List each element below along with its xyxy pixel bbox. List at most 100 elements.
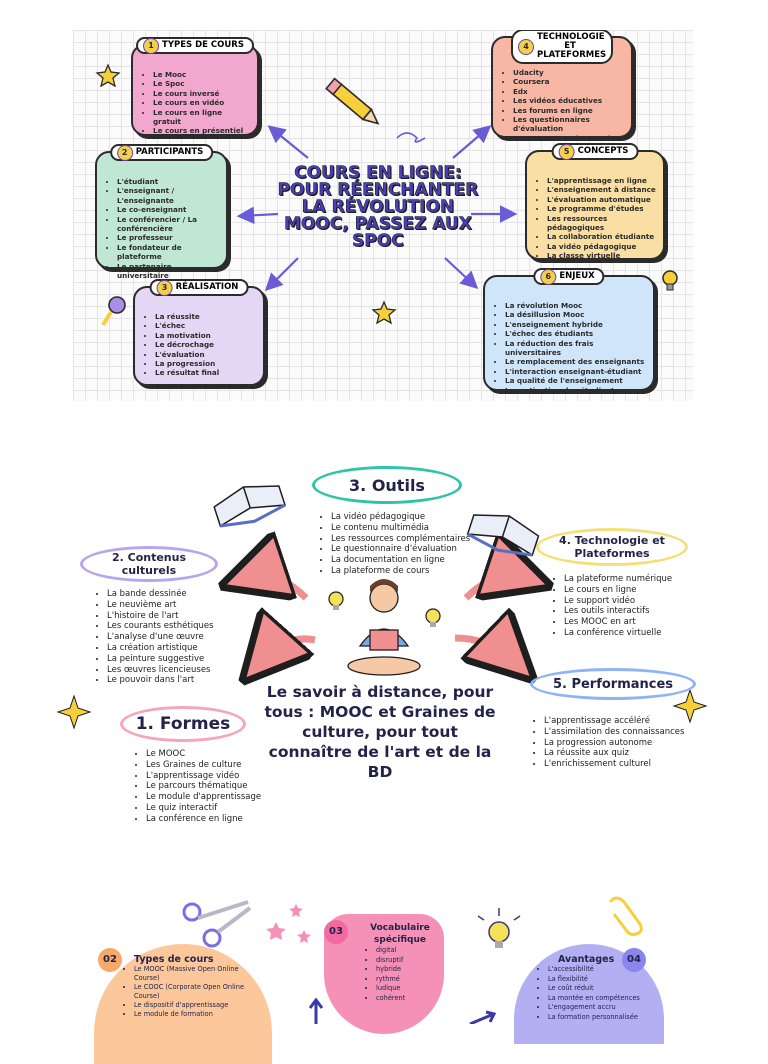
list-item: Le MOOC (Massive Open Online Course) bbox=[134, 965, 264, 983]
list-item: L'analyse d'une œuvre bbox=[107, 632, 214, 643]
list-item: Le module d'apprentissage bbox=[146, 792, 261, 803]
list-item: La qualité de l'enseignement bbox=[505, 376, 647, 385]
open-book-icon bbox=[213, 485, 287, 528]
block-list: digitaldisruptifhybriderythméludiquecohé… bbox=[366, 946, 440, 1004]
list-item: Le résultat final bbox=[155, 368, 257, 377]
panel-2-decorations bbox=[56, 485, 708, 730]
block-types-de-cours: 02 Types de cours Le MOOC (Massive Open … bbox=[94, 944, 272, 1064]
list-item: La conférence virtuelle bbox=[564, 628, 672, 639]
list-performances: L'apprentissage accéléréL'assimilation d… bbox=[530, 716, 684, 770]
list-item: Le questionnaire d'évaluation bbox=[331, 544, 470, 555]
list-item: La documentation en ligne bbox=[331, 555, 470, 566]
list-item: L'enseignant / L'enseignante bbox=[117, 186, 220, 205]
child-reading-illustration bbox=[347, 579, 421, 676]
list-contenus: La bande dessinéeLe neuvième artL'histoi… bbox=[93, 589, 214, 686]
list-item: cohérent bbox=[376, 994, 440, 1004]
lightbulb-icon bbox=[662, 270, 678, 291]
list-item: L'étudiant bbox=[117, 177, 220, 186]
list-item: Les œuvres licencieuses bbox=[107, 665, 214, 676]
list-item: La réussite aux quiz bbox=[544, 748, 684, 759]
list-item: Le programme d'études bbox=[547, 204, 657, 213]
block-list: Le MOOC (Massive Open Online Course)Le C… bbox=[124, 965, 264, 1019]
list-item: Les ressources interactives bbox=[513, 134, 625, 143]
arrow-to-participants bbox=[236, 206, 279, 225]
list-item: Le fondateur de plateforme bbox=[117, 243, 220, 262]
list-item: Le Spoc bbox=[153, 79, 251, 88]
list-item: La vidéo pédagogique bbox=[331, 512, 470, 523]
list-item: Le décrochage bbox=[155, 340, 257, 349]
number-badge: 5 bbox=[558, 143, 575, 160]
list-item: Le module de formation bbox=[134, 1010, 264, 1019]
list-item: La peinture suggestive bbox=[107, 654, 214, 665]
list-item: La collaboration étudiante bbox=[547, 232, 657, 241]
number-badge: 6 bbox=[540, 268, 557, 285]
list-item: Le cours en ligne bbox=[564, 585, 672, 596]
number-badge: 2 bbox=[116, 144, 133, 161]
list-item: Le coût réduit bbox=[548, 984, 664, 994]
sparkle-icon bbox=[56, 694, 92, 730]
list-item: Les outils interactifs bbox=[564, 606, 672, 617]
list-item: La conférence en ligne bbox=[146, 814, 261, 825]
list-item: L'enseignement à distance bbox=[547, 185, 657, 194]
list-item: L'apprentissage vidéo bbox=[146, 771, 261, 782]
number-badge: 04 bbox=[622, 948, 646, 972]
list-item: La plateforme de cours bbox=[331, 566, 470, 577]
list-item: La formation personnalisée bbox=[548, 1013, 664, 1023]
list-item: Le remplacement des enseignants bbox=[505, 357, 647, 366]
list-item: Le pouvoir dans l'art bbox=[107, 675, 214, 686]
list-item: Le partenaire universitaire bbox=[117, 262, 220, 281]
list-item: L'apprentissage accéléré bbox=[544, 716, 684, 727]
list-item: La motivation des étudiants bbox=[505, 386, 647, 395]
list-item: Coursera bbox=[513, 77, 625, 86]
list-item: Le contenu multimédia bbox=[331, 523, 470, 534]
list-technologie: La plateforme numériqueLe cours en ligne… bbox=[550, 574, 672, 639]
list-item: rythmé bbox=[376, 975, 440, 985]
number-badge: 02 bbox=[98, 948, 122, 972]
card-list: La révolution MoocLa désillusion MoocL'e… bbox=[495, 301, 647, 395]
list-item: Le quiz interactif bbox=[146, 803, 261, 814]
list-item: Le support vidéo bbox=[564, 596, 672, 607]
paperclip-icon bbox=[608, 896, 643, 936]
arrow-to-enjeux bbox=[444, 257, 479, 290]
list-item: Le professeur bbox=[117, 233, 220, 242]
star-icon bbox=[95, 63, 121, 88]
list-item: disruptif bbox=[376, 956, 440, 966]
card-list: La réussiteL'échecLa motivationLe décroc… bbox=[145, 312, 257, 378]
list-item: L'engagement accru bbox=[548, 1003, 664, 1013]
list-item: Edx bbox=[513, 87, 625, 96]
pencil-icon bbox=[325, 77, 380, 125]
list-item: Udacity bbox=[513, 68, 625, 77]
arrow-icon bbox=[469, 1010, 497, 1024]
list-item: Les Graines de culture bbox=[146, 760, 261, 771]
list-item: La montée en compétences bbox=[548, 994, 664, 1004]
list-item: La bande dessinée bbox=[107, 589, 214, 600]
squiggle-decoration bbox=[396, 132, 426, 143]
arrow-icon bbox=[308, 997, 324, 1024]
list-item: La progression bbox=[155, 359, 257, 368]
arrow-to-performances bbox=[454, 638, 515, 662]
connector-arrows bbox=[95, 63, 678, 327]
card-list: L'étudiantL'enseignant / L'enseignanteLe… bbox=[107, 177, 220, 280]
block-title: Types de cours bbox=[134, 954, 214, 965]
list-item: Le dispositif d'apprentissage bbox=[134, 1001, 264, 1010]
section-title-contenus: 2. Contenus culturels bbox=[80, 546, 218, 582]
list-item: hybride bbox=[376, 965, 440, 975]
list-item: L'échec des étudiants bbox=[505, 329, 647, 338]
list-item: La motivation bbox=[155, 331, 257, 340]
list-item: Les questionnaires d'évaluation bbox=[513, 115, 625, 134]
star-icon bbox=[266, 922, 286, 940]
list-formes: Le MOOCLes Graines de cultureL'apprentis… bbox=[132, 749, 261, 825]
block-list: L'accessibilitéLa flexibilitéLe coût réd… bbox=[538, 965, 664, 1023]
list-item: L'histoire de l'art bbox=[107, 611, 214, 622]
arrow-to-technologie bbox=[452, 125, 492, 159]
arrow-to-contenus bbox=[246, 576, 309, 599]
list-item: La vidéo pédagogique bbox=[547, 242, 657, 251]
